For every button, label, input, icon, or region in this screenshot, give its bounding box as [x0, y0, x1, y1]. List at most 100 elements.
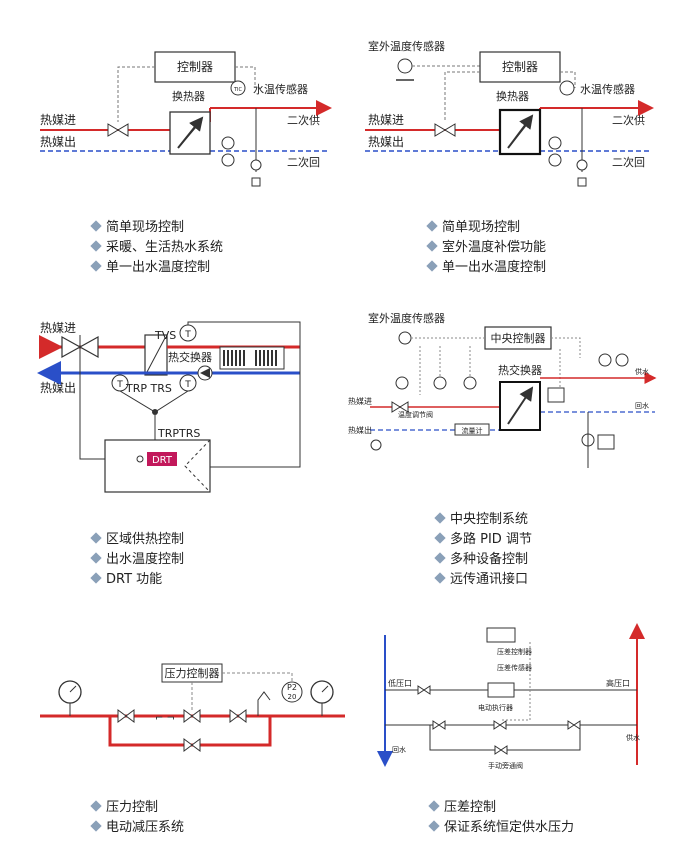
- actuator-icon: [597, 434, 615, 450]
- water-temp-sensor-label: 水温传感器: [253, 83, 308, 96]
- panel-2-bullets: 简单现场控制 室外温度补偿功能 单一出水温度控制: [426, 218, 546, 278]
- flowmeter-label: 流量计: [462, 426, 483, 435]
- pump-icon: [548, 136, 562, 150]
- heat-out-label: 热媒出: [348, 425, 372, 435]
- temp-sensor-icon: [230, 80, 246, 96]
- control-valve-icon: [107, 123, 129, 137]
- filter-icon: [251, 177, 261, 187]
- gate-valve-icon: [117, 709, 135, 723]
- panel-6: 压差控制器 压差传感器 低压口 高压口 电动执行器 手动旁通阀 回水 供水: [377, 623, 645, 770]
- control-valve-icon: [434, 123, 456, 137]
- control-valve-icon: [183, 709, 201, 723]
- bullet-item: 压差控制: [428, 798, 574, 818]
- gate-valve-icon: [567, 720, 581, 730]
- bypass-valve-icon: [183, 738, 201, 752]
- sensor-icon: [395, 376, 409, 390]
- panel-4-bullets: 中央控制系统 多路 PID 调节 多种设备控制 远传通讯接口: [434, 510, 532, 590]
- water-temp-sensor-label: 水温传感器: [580, 83, 635, 96]
- panel-3-bullets: 区域供热控制 出水温度控制 DRT 功能: [90, 530, 184, 590]
- secondary-return-label: 二次回: [612, 155, 645, 169]
- valve-label: 温度调节阀: [398, 410, 433, 419]
- outdoor-sensor-icon: [397, 58, 413, 74]
- actuator-label: 电动执行器: [478, 703, 513, 712]
- heat-in-label: 热媒进: [40, 321, 76, 335]
- panel-4: 室外温度传感器 中央控制器 热交换器 热媒进 热媒出 温度调节阀 流量计 供水 …: [348, 311, 657, 468]
- outdoor-sensor-label: 室外温度传感器: [368, 39, 445, 53]
- control-valve-icon: [391, 401, 409, 413]
- bullet-item: 单一出水温度控制: [426, 258, 546, 278]
- pump-icon: [221, 153, 235, 167]
- heat-in-label: 热媒进: [348, 396, 372, 406]
- outdoor-sensor-label: 室外温度传感器: [368, 311, 445, 325]
- bullet-item: 出水温度控制: [90, 550, 184, 570]
- drt-display: [147, 452, 177, 466]
- bypass-valve-icon: [494, 745, 508, 755]
- panel-5-bullets: 压力控制 电动减压系统: [90, 798, 184, 838]
- trptrs-label: TRPTRS: [157, 427, 200, 440]
- outdoor-sensor-icon: [398, 331, 412, 345]
- temp-sensor-icon: [559, 80, 575, 96]
- central-controller-label: 中央控制器: [491, 331, 546, 345]
- sensor-icon: [463, 376, 477, 390]
- heat-in-label: 热媒进: [40, 113, 76, 127]
- high-pressure-label: 高压口: [606, 678, 630, 688]
- bullet-item: 单一出水温度控制: [90, 258, 223, 278]
- gate-valve-icon: [432, 720, 446, 730]
- svg-text:TIC: TIC: [233, 87, 243, 93]
- secondary-return-label: 二次回: [287, 155, 320, 169]
- controller-label: 控制器: [177, 60, 213, 74]
- heat-in-label: 热媒进: [368, 113, 404, 127]
- dp-sensor-label: 压差传感器: [497, 663, 532, 672]
- bullet-item: 压力控制: [90, 798, 184, 818]
- controller-label: 控制器: [502, 60, 538, 74]
- pressure-controller-label: 压力控制器: [165, 666, 220, 680]
- gate-valve-icon: [229, 709, 247, 723]
- gauge-icon: [576, 159, 588, 171]
- svg-text:P2: P2: [287, 683, 297, 692]
- secondary-supply-label: 二次供: [612, 113, 645, 127]
- bullet-item: 远传通讯接口: [434, 570, 532, 590]
- bypass-label: 手动旁通阀: [488, 761, 523, 770]
- actuator-icon: [547, 387, 565, 403]
- exchanger-label: 换热器: [496, 89, 529, 103]
- bullet-item: 多路 PID 调节: [434, 530, 532, 550]
- heat-out-label: 热媒出: [40, 135, 76, 149]
- bullet-item: 保证系统恒定供水压力: [428, 818, 574, 838]
- tvs-label: TVS: [154, 329, 176, 342]
- dp-controller-label: 压差控制器: [497, 647, 532, 656]
- panel-1-bullets: 简单现场控制 采暖、生活热水系统 单一出水温度控制: [90, 218, 223, 278]
- pump-icon: [221, 136, 235, 150]
- heat-exchanger-label: 热交换器: [168, 350, 212, 364]
- actuator-box: [487, 682, 515, 698]
- panel-3: 热媒进 热媒出 TVS T 热交换器 T T TRP TRS TRPTRS DR: [37, 321, 301, 493]
- gauge-icon: [250, 159, 262, 171]
- control-valve-icon: [493, 720, 507, 730]
- bullet-item: DRT 功能: [90, 570, 184, 590]
- return-label: 回水: [635, 401, 649, 410]
- heat-out-label: 热媒出: [368, 135, 404, 149]
- pressure-sensor-icon: [281, 681, 303, 703]
- sensor-icon: [370, 439, 382, 451]
- relief-valve-icon: [257, 691, 271, 716]
- secondary-supply-label: 二次供: [287, 113, 320, 127]
- low-pressure-label: 低压口: [388, 678, 412, 688]
- bullet-item: 电动减压系统: [90, 818, 184, 838]
- bullet-item: 简单现场控制: [426, 218, 546, 238]
- svg-text:T: T: [116, 380, 123, 390]
- bullet-item: 简单现场控制: [90, 218, 223, 238]
- filter-icon: [577, 177, 587, 187]
- heat-out-label: 热媒出: [40, 381, 76, 395]
- panel-2: 室外温度传感器 控制器 水温传感器 换热器 热媒进 热媒出 二次供 二次回: [365, 39, 654, 187]
- trp-trs-label: TRP TRS: [125, 382, 172, 395]
- svg-text:T: T: [184, 380, 191, 390]
- panel-5: 压力控制器 P2 20 ⌐ ¬: [40, 663, 345, 752]
- heat-exchanger-label: 热交换器: [498, 363, 542, 377]
- return-label: 回水: [392, 745, 406, 754]
- supply-label: 供水: [626, 733, 640, 742]
- exchanger-label: 换热器: [172, 89, 205, 103]
- bullet-item: 采暖、生活热水系统: [90, 238, 223, 258]
- flowmeter-box: [454, 423, 490, 436]
- svg-text:⌐ ¬: ⌐ ¬: [155, 713, 175, 724]
- drt-label: DRT: [152, 455, 173, 466]
